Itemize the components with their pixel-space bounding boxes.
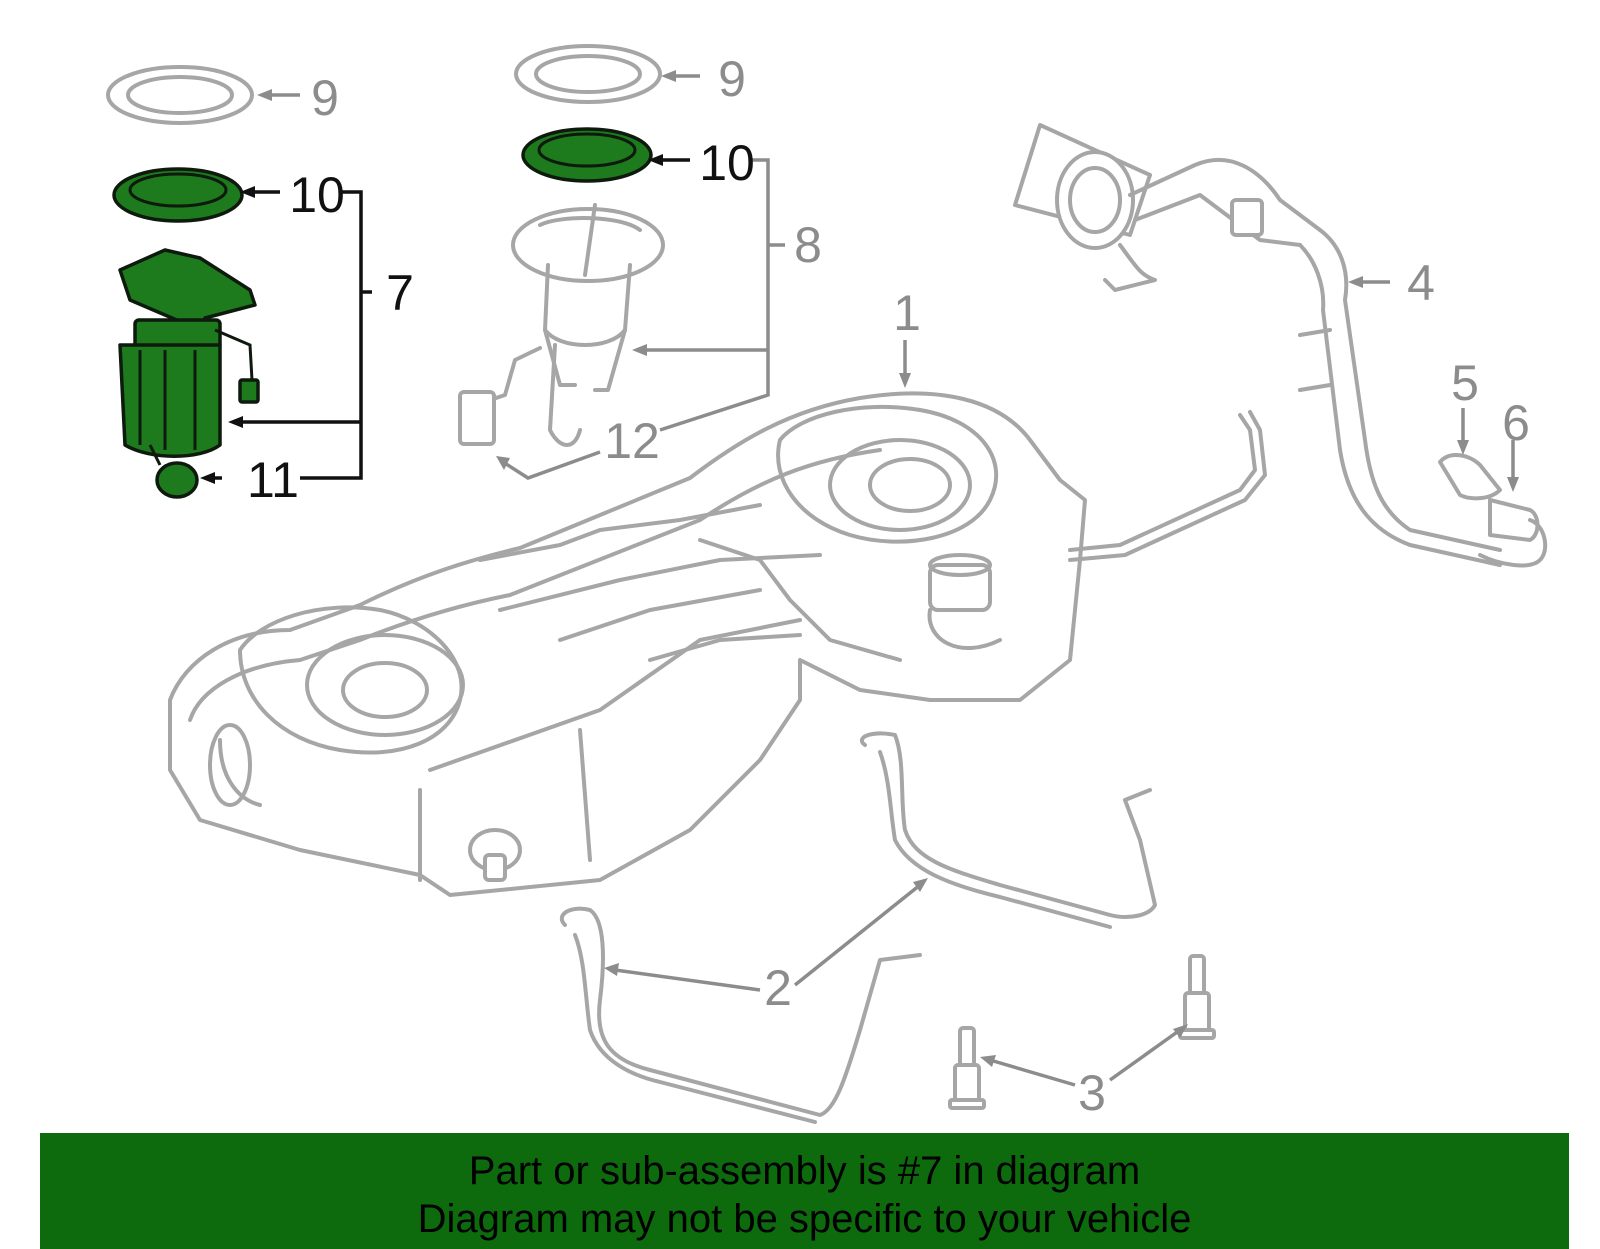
callout-6: 6 (1502, 395, 1530, 451)
callout-3: 3 (1078, 1065, 1106, 1121)
fuel-level-sender (458, 203, 665, 447)
leader-10-right (648, 154, 690, 166)
notice-line-1: Part or sub-assembly is #7 in diagram (468, 1149, 1141, 1193)
seal-left (112, 167, 244, 223)
callout-1: 1 (893, 285, 921, 341)
lock-ring-right (514, 44, 662, 104)
callout-8: 8 (794, 217, 822, 273)
fuel-pump-module (118, 248, 260, 499)
leaders-grey (257, 70, 1519, 1087)
vent-hose (1438, 453, 1548, 568)
seal-right (521, 127, 653, 183)
callout-5: 5 (1451, 355, 1479, 411)
callout-7: 7 (386, 265, 414, 321)
callout-10-left: 10 (289, 167, 345, 223)
tank-straps (559, 731, 1157, 1124)
notice-banner: Part or sub-assembly is #7 in diagram Di… (40, 1133, 1569, 1249)
callout-9-left: 9 (311, 70, 339, 126)
lock-ring-left (106, 65, 254, 125)
callout-2: 2 (764, 960, 792, 1016)
callout-11: 11 (247, 452, 299, 508)
callout-10-right: 10 (699, 135, 755, 191)
bracket-7 (200, 186, 372, 484)
bolts (948, 954, 1216, 1110)
notice-line-2: Diagram may not be specific to your vehi… (417, 1197, 1192, 1241)
callout-12: 12 (604, 413, 660, 469)
callout-4: 4 (1407, 255, 1435, 311)
callout-9-right: 9 (718, 51, 746, 107)
filler-neck (1013, 123, 1502, 567)
fuel-tank (168, 391, 1267, 897)
